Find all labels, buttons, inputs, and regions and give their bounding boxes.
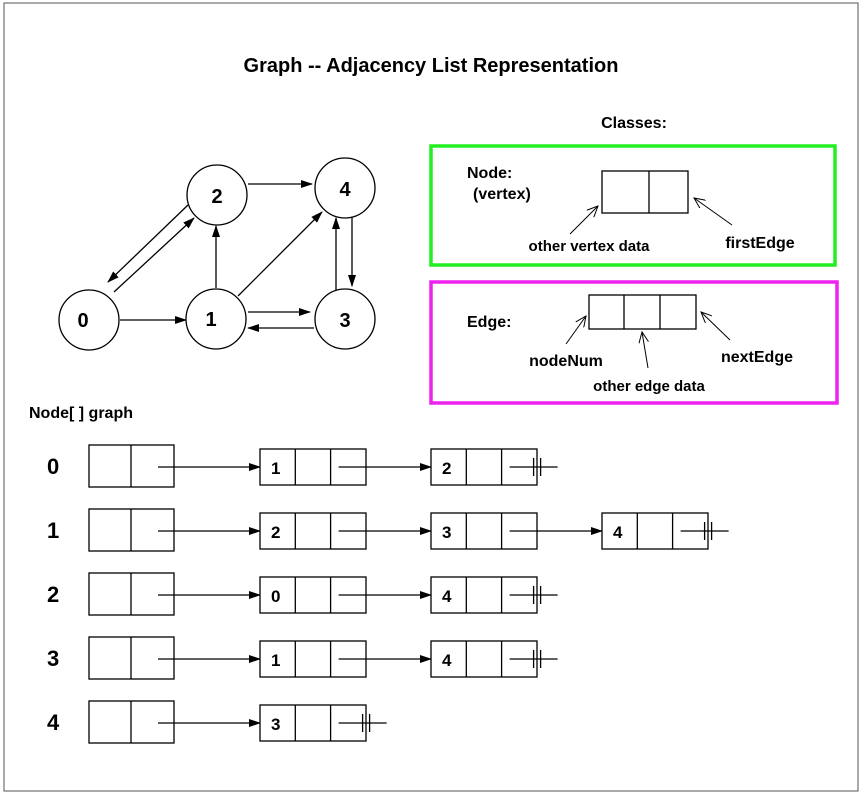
edge-class-border xyxy=(429,280,839,405)
graph-drawing: 0 1 2 3 4 xyxy=(58,157,376,351)
node-num-pointer xyxy=(565,316,586,345)
node-field-edge-label: firstEdge xyxy=(725,235,794,252)
node-field-data-label: other vertex data xyxy=(529,238,651,255)
edge-node-num: 2 xyxy=(442,459,451,478)
graph-edge-0-2 xyxy=(113,217,195,293)
graph-node-1: 1 xyxy=(185,288,247,350)
node-class-record xyxy=(601,170,689,214)
adjacency-row: 1 2 3 4 xyxy=(47,508,729,552)
adjacency-row-index: 3 xyxy=(47,646,59,671)
edge-field-data-label: other edge data xyxy=(593,378,705,395)
graph-node-label: 0 xyxy=(77,310,88,332)
node-class-subtitle: (vertex) xyxy=(473,186,531,203)
graph-node-label: 3 xyxy=(339,310,350,332)
edge-node-num: 2 xyxy=(271,523,280,542)
graph-edge-2-0 xyxy=(107,204,189,283)
edge-class-box: Edge: nodeNum other edge data nextEdge xyxy=(429,280,839,405)
edge-node-num: 4 xyxy=(613,523,623,542)
graph-node-label: 1 xyxy=(205,309,216,331)
graph-node-0: 0 xyxy=(58,289,120,351)
node-class-border xyxy=(429,144,837,267)
next-edge-pointer xyxy=(701,312,731,341)
edge-node-num: 1 xyxy=(271,459,280,478)
diagram-title: Graph -- Adjacency List Representation xyxy=(244,55,619,77)
node-class-name: Node: xyxy=(467,165,512,182)
graph-node-label: 4 xyxy=(339,179,351,201)
graph-node-2: 2 xyxy=(186,164,248,226)
edge-field-node-label: nodeNum xyxy=(529,353,603,370)
adjacency-heading: Node[ ] graph xyxy=(29,405,133,422)
edge-data-pointer xyxy=(642,332,648,369)
edge-node-num: 3 xyxy=(271,715,280,734)
graph-node-3: 3 xyxy=(314,288,376,350)
edge-class-record xyxy=(588,294,697,330)
node-class-box: Node: (vertex) other vertex data firstEd… xyxy=(429,144,837,267)
edge-node-num: 4 xyxy=(442,651,452,670)
classes-heading: Classes: xyxy=(601,115,667,132)
edge-node-num: 3 xyxy=(442,523,451,542)
outer-frame xyxy=(3,2,859,792)
adjacency-row-index: 4 xyxy=(47,710,60,735)
vertex-data-pointer xyxy=(569,206,598,235)
adjacency-row: 0 1 2 xyxy=(47,444,558,488)
edge-field-next-label: nextEdge xyxy=(721,349,793,366)
first-edge-pointer xyxy=(694,198,733,226)
edge-node-num: 0 xyxy=(271,587,280,606)
adjacency-row-index: 0 xyxy=(47,454,59,479)
edge-record xyxy=(259,640,367,678)
adjacency-row: 3 1 4 xyxy=(47,636,558,680)
adjacency-row: 2 0 4 xyxy=(47,572,558,616)
graph-node-label: 2 xyxy=(211,186,222,208)
graph-edge-1-4 xyxy=(237,211,323,297)
adjacency-row-index: 1 xyxy=(47,518,59,543)
adjacency-row-index: 2 xyxy=(47,582,59,607)
edge-class-name: Edge: xyxy=(467,314,511,331)
graph-node-4: 4 xyxy=(314,157,376,219)
edge-node-num: 1 xyxy=(271,651,280,670)
edge-node-num: 4 xyxy=(442,587,452,606)
